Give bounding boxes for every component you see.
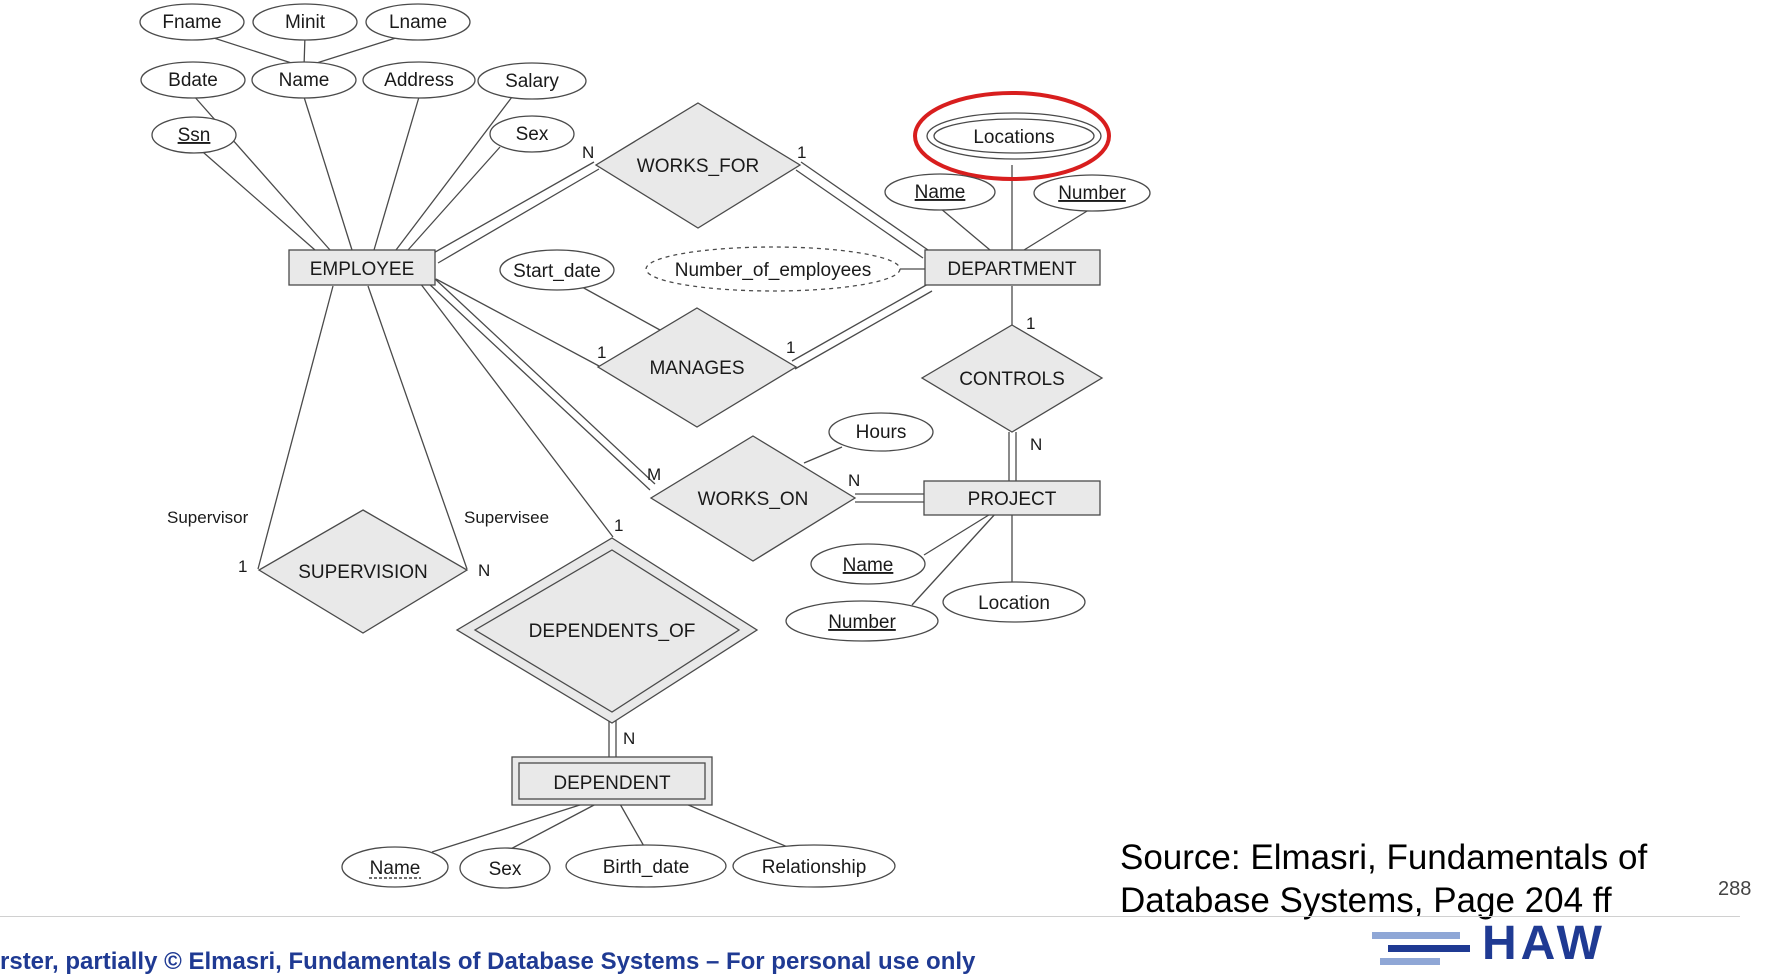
attribute-dependent-sex: Sex <box>459 847 551 889</box>
attribute-project-number: Number <box>785 600 939 642</box>
relationship-supervision: SUPERVISION <box>257 509 469 634</box>
relationship-supervision-label: SUPERVISION <box>298 562 428 583</box>
multivalued-attribute-locations: Locations <box>926 112 1102 160</box>
entity-project-label: PROJECT <box>968 489 1057 510</box>
svg-text:Number: Number <box>828 612 896 633</box>
svg-text:Sex: Sex <box>516 124 549 145</box>
relationship-works-on-label: WORKS_ON <box>698 489 809 510</box>
svg-text:Salary: Salary <box>505 71 559 92</box>
cardinality-works-on-project: N <box>848 471 860 490</box>
weak-entity-dependent: DEPENDENT <box>511 756 713 806</box>
logo-bar-dark <box>1388 945 1470 952</box>
cardinality-dependents-of-employee: 1 <box>614 516 623 535</box>
svg-text:Name: Name <box>370 858 421 879</box>
cardinality-dependents-of-dependent: N <box>623 729 635 748</box>
footer-copyright: rster, partially © Elmasri, Fundamentals… <box>0 948 976 975</box>
svg-text:Lname: Lname <box>389 12 447 33</box>
cardinality-manages-department: 1 <box>786 338 795 357</box>
partial-key-dependent-name: Name <box>341 846 449 888</box>
relationship-controls: CONTROLS <box>920 324 1104 433</box>
svg-text:Sex: Sex <box>489 859 522 880</box>
attribute-salary: Salary <box>477 62 587 100</box>
svg-text:Locations: Locations <box>973 127 1054 148</box>
entity-department: DEPARTMENT <box>924 249 1101 286</box>
relationship-works-for: WORKS_FOR <box>594 102 802 229</box>
relationship-dependents-of-label: DEPENDENTS_OF <box>529 621 696 642</box>
attribute-employee-name: Name <box>251 61 357 99</box>
cardinality-works-for-employee: N <box>582 143 594 162</box>
svg-text:Bdate: Bdate <box>168 70 218 91</box>
attribute-location: Location <box>942 581 1086 623</box>
attribute-minit: Minit <box>252 3 358 41</box>
cardinality-controls-department: 1 <box>1026 314 1035 333</box>
cardinality-works-for-department: 1 <box>797 143 806 162</box>
entity-employee-label: EMPLOYEE <box>310 259 415 280</box>
attribute-address: Address <box>362 61 476 99</box>
svg-text:Name: Name <box>843 555 894 576</box>
entity-department-label: DEPARTMENT <box>947 259 1077 280</box>
relationship-works-for-label: WORKS_FOR <box>637 156 759 177</box>
source-line-2: Database Systems, Page 204 ff <box>1120 881 1612 920</box>
attribute-project-name: Name <box>810 543 926 585</box>
attribute-hours: Hours <box>828 412 934 452</box>
relationship-manages-label: MANAGES <box>649 358 744 379</box>
attribute-lname: Lname <box>365 3 471 41</box>
logo-bar-light-2 <box>1380 958 1440 965</box>
svg-text:Address: Address <box>384 70 454 91</box>
attribute-relationship: Relationship <box>732 844 896 888</box>
attribute-ssn: Ssn <box>151 116 237 154</box>
attribute-department-number: Number <box>1033 174 1151 212</box>
attribute-bdate: Bdate <box>140 61 246 99</box>
svg-text:Number: Number <box>1058 183 1126 204</box>
source-line-1: Source: Elmasri, Fundamentals of <box>1120 838 1648 877</box>
attribute-birth-date: Birth_date <box>565 844 727 888</box>
entity-employee: EMPLOYEE <box>288 249 436 286</box>
svg-text:Name: Name <box>279 70 330 91</box>
attribute-fname: Fname <box>139 3 245 41</box>
svg-text:Name: Name <box>915 182 966 203</box>
cardinality-labels: N 1 1 1 1 N M N 1 N 1 N Supervisor Super… <box>167 143 1042 748</box>
attribute-employee-sex: Sex <box>489 115 575 153</box>
entity-project: PROJECT <box>923 480 1101 516</box>
logo-text: HAW <box>1482 917 1606 970</box>
entity-dependent-label: DEPENDENT <box>553 773 671 794</box>
relationship-works-on: WORKS_ON <box>649 435 857 562</box>
identifying-relationship-dependents-of: DEPENDENTS_OF <box>455 537 759 724</box>
logo-bar-light <box>1372 932 1460 939</box>
role-supervisor: Supervisor <box>167 508 249 527</box>
cardinality-controls-project: N <box>1030 435 1042 454</box>
svg-text:Location: Location <box>978 593 1050 614</box>
relationship-manages: MANAGES <box>596 307 798 428</box>
page-number: 288 <box>1718 878 1752 900</box>
svg-text:Start_date: Start_date <box>513 261 601 282</box>
cardinality-supervisor: 1 <box>238 557 247 576</box>
cardinality-manages-employee: 1 <box>597 343 606 362</box>
svg-text:Fname: Fname <box>162 12 221 33</box>
footer-divider <box>0 916 1740 917</box>
svg-text:Ssn: Ssn <box>178 125 211 146</box>
relationship-controls-label: CONTROLS <box>959 369 1065 390</box>
role-supervisee: Supervisee <box>464 508 549 527</box>
svg-text:Birth_date: Birth_date <box>603 857 690 878</box>
svg-text:Minit: Minit <box>285 12 326 33</box>
highlight-circle <box>913 91 1111 181</box>
svg-text:Number_of_employees: Number_of_employees <box>675 260 871 281</box>
attribute-department-name: Name <box>884 173 996 211</box>
cardinality-works-on-employee: M <box>647 465 661 484</box>
svg-text:Hours: Hours <box>856 422 907 443</box>
svg-text:Relationship: Relationship <box>762 857 867 878</box>
haw-logo: HAW <box>1362 912 1622 970</box>
source-citation: Source: Elmasri, Fundamentals of Databas… <box>1120 836 1647 922</box>
connector-lines <box>191 30 1093 853</box>
cardinality-supervisee: N <box>478 561 490 580</box>
derived-attribute-number-of-employees: Number_of_employees <box>645 246 901 292</box>
attribute-start-date: Start_date <box>499 249 615 291</box>
